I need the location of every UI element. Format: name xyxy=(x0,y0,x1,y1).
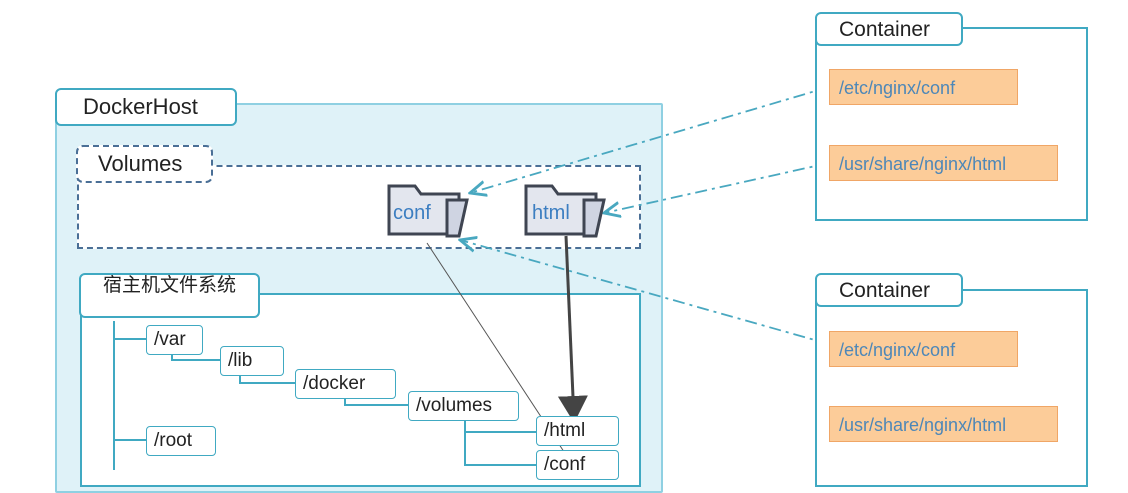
container-1-html-path: /usr/share/nginx/html xyxy=(829,145,1058,181)
docker-host-title: DockerHost xyxy=(55,88,237,126)
volumes-title: Volumes xyxy=(76,145,213,183)
volume-folder-label: conf xyxy=(393,202,431,224)
volume-folder-html: html xyxy=(524,182,608,240)
tree-node-volumes: /volumes xyxy=(408,391,519,421)
tree-node-root: /root xyxy=(146,426,216,456)
tree-node-docker: /docker xyxy=(295,369,396,399)
container-2-frame xyxy=(815,289,1088,487)
folder-icon xyxy=(387,184,469,238)
host-fs-title: 宿主机文件系统 xyxy=(79,273,260,318)
container-2-conf-path: /etc/nginx/conf xyxy=(829,331,1018,367)
tree-node-conf: /conf xyxy=(536,450,619,480)
container1-html-link xyxy=(604,162,830,213)
volume-folder-conf: conf xyxy=(387,182,471,240)
folder-icon xyxy=(524,184,606,238)
container-2-html-path: /usr/share/nginx/html xyxy=(829,406,1058,442)
tree-node-lib: /lib xyxy=(220,346,284,376)
tree-node-var: /var xyxy=(146,325,203,355)
container-1-frame xyxy=(815,27,1088,221)
container-1-title: Container xyxy=(815,12,963,46)
tree-node-html: /html xyxy=(536,416,619,446)
container-1-conf-path: /etc/nginx/conf xyxy=(829,69,1018,105)
html-mapping-arrow xyxy=(557,235,588,423)
container2-conf-link xyxy=(460,240,830,345)
volume-folder-label: html xyxy=(532,202,570,224)
container-2-title: Container xyxy=(815,273,963,307)
container1-conf-link xyxy=(470,86,830,193)
